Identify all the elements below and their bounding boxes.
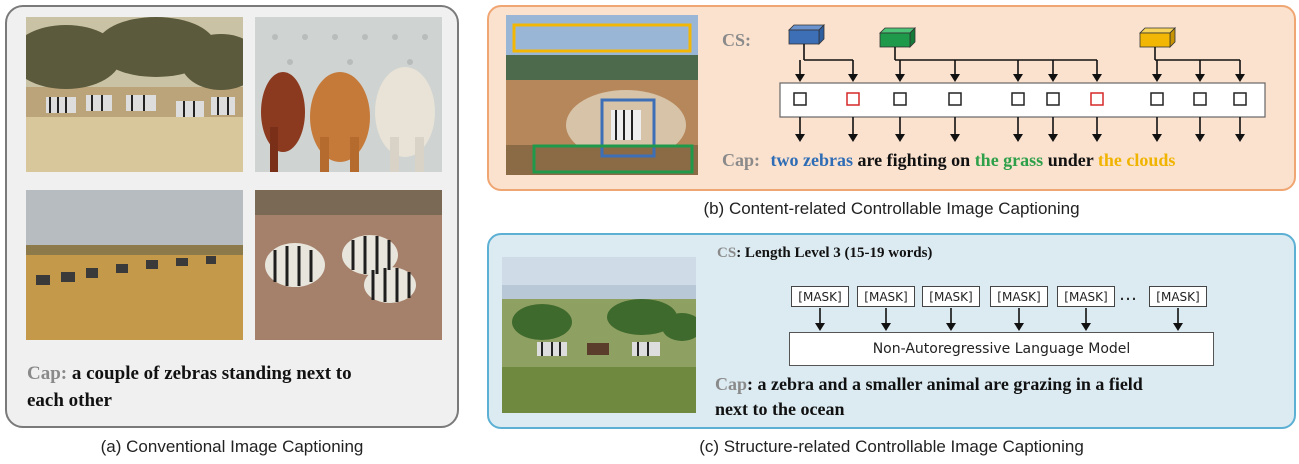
cap-text-line2: next to the ocean bbox=[715, 399, 845, 419]
cap-label: Cap: bbox=[27, 363, 68, 384]
mask-token: [MASK] bbox=[1149, 286, 1207, 307]
cs-text: : Length Level 3 (15-19 words) bbox=[736, 245, 933, 261]
mask-token: [MASK] bbox=[857, 286, 915, 307]
subcaption-b: (b) Content-related Controllable Image C… bbox=[703, 199, 1080, 218]
language-model-box: Non-Autoregressive Language Model bbox=[789, 332, 1214, 366]
panel-a-caption: Cap: a couple of zebras standing next to… bbox=[27, 360, 447, 414]
yellow-block-icon bbox=[1139, 27, 1176, 48]
mask-token: [MASK] bbox=[1057, 286, 1115, 307]
mask-token: [MASK] bbox=[922, 286, 980, 307]
cap-word-fighting: are fighting on bbox=[857, 150, 971, 170]
blue-block-icon bbox=[788, 24, 825, 45]
photo-zebras-grassland bbox=[26, 190, 243, 340]
photo-fighting-zebras bbox=[506, 15, 698, 175]
cs-structure-diagram bbox=[779, 24, 1266, 142]
subcaption-c: (c) Structure-related Controllable Image… bbox=[699, 437, 1084, 456]
cap-text-line2: each other bbox=[27, 390, 112, 411]
cs-label: CS bbox=[717, 245, 737, 261]
mask-arrows bbox=[815, 308, 1183, 331]
mask-token: [MASK] bbox=[791, 286, 849, 307]
mask-token: [MASK] bbox=[990, 286, 1048, 307]
cap-text-line1: : a zebra and a smaller animal are grazi… bbox=[747, 374, 1143, 394]
photo-grazing-zebra bbox=[502, 257, 696, 413]
photo-zebras-savanna bbox=[26, 17, 243, 172]
cap-word-two-zebras: two zebras bbox=[770, 150, 853, 170]
panel-b-cs-label: CS: bbox=[722, 30, 752, 50]
cap-word-the-clouds: the clouds bbox=[1097, 150, 1176, 170]
subcaption-a: (a) Conventional Image Captioning bbox=[100, 437, 364, 456]
cap-label: Cap bbox=[715, 374, 748, 394]
cap-word-under: under bbox=[1047, 150, 1094, 170]
panel-c-cs: CS: Length Level 3 (15-19 words) bbox=[717, 245, 932, 262]
cap-label: Cap: bbox=[722, 150, 761, 170]
ellipsis: … bbox=[1119, 284, 1137, 305]
photo-zebras-dirt bbox=[255, 190, 442, 340]
cap-word-the-grass: the grass bbox=[974, 150, 1044, 170]
photo-toy-horses bbox=[255, 17, 442, 172]
panel-b-caption: Cap: two zebras are fighting on the gras… bbox=[722, 150, 1175, 171]
panel-c-caption: Cap: a zebra and a smaller animal are gr… bbox=[715, 372, 1275, 422]
cap-text-line1: a couple of zebras standing next to bbox=[71, 363, 352, 384]
green-block-icon bbox=[879, 27, 916, 48]
